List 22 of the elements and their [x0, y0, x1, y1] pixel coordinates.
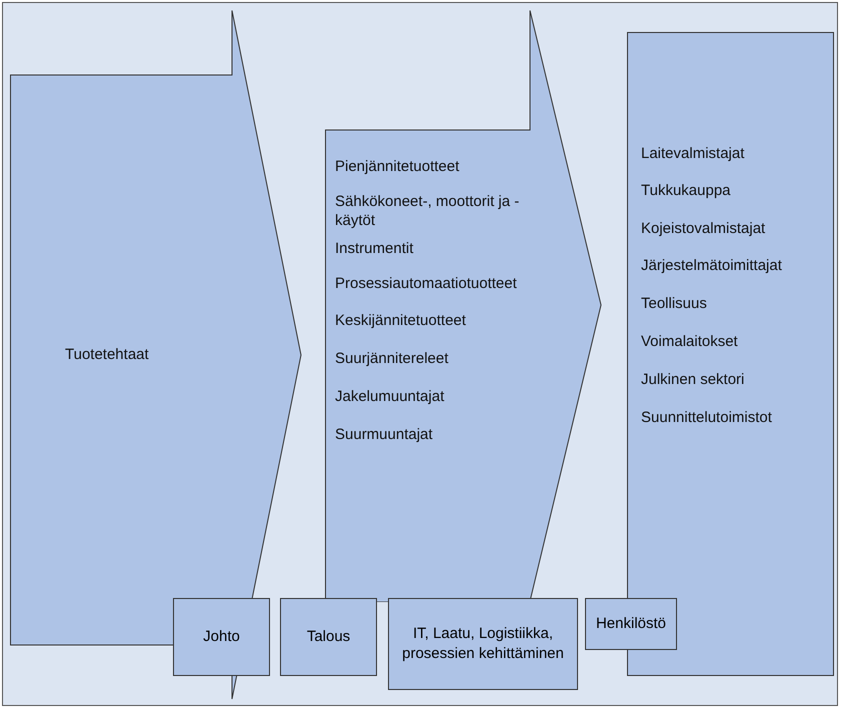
customer-item: Suunnittelutoimistot: [641, 408, 773, 427]
product-item: Suurmuuntajat: [335, 425, 434, 444]
product-item: Jakelumuuntajat: [335, 387, 446, 406]
product-item: Prosessiautomaatiotuotteet: [335, 274, 518, 293]
customer-item: Kojeistovalmistajat: [641, 219, 766, 238]
customer-item: Voimalaitokset: [641, 332, 739, 351]
product-item: Sähkökoneet-, moottorit ja -käytöt: [335, 192, 520, 230]
department-box: Talous: [280, 598, 377, 676]
department-box: Henkilöstö: [585, 598, 677, 650]
chevron-arrow-shape: [10, 10, 302, 700]
product-item: Keskijännitetuotteet: [335, 311, 467, 330]
customer-item: Järjestelmätoimittajat: [641, 256, 783, 275]
department-box: IT, Laatu, Logistiikka, prosessien kehittäminen: [388, 598, 578, 690]
product-item: Pienjännitetuotteet: [335, 157, 460, 176]
customer-item: Julkinen sektori: [641, 370, 746, 389]
product-item: Instrumentit: [335, 239, 414, 258]
customer-item: Tukkukauppa: [641, 181, 732, 200]
arrow-label: Tuotetehtaat: [65, 345, 150, 364]
chevron-arrow-shape: [325, 10, 602, 602]
product-item: Suurjännitereleet: [335, 349, 450, 368]
customer-item: Teollisuus: [641, 294, 708, 313]
customer-item: Laitevalmistajat: [641, 144, 746, 163]
